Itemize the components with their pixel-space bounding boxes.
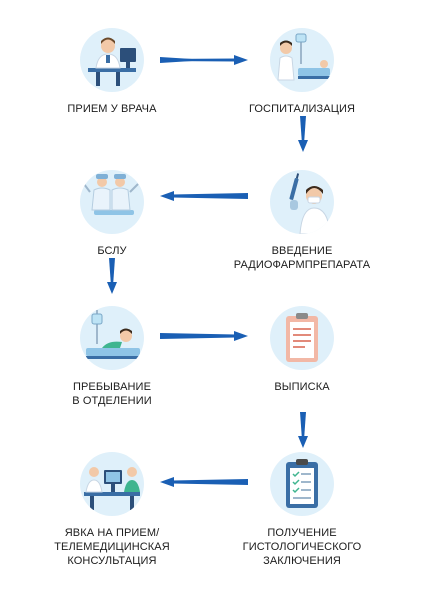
arrow-left-icon xyxy=(160,477,248,487)
arrow-down-icon xyxy=(298,412,308,448)
patient-in-ward-icon xyxy=(80,306,144,370)
arrow-right-icon xyxy=(160,55,248,65)
histology-report-icon xyxy=(270,452,334,516)
doctor-at-desk-icon xyxy=(80,28,144,92)
hospital-bed-nurse-icon xyxy=(270,28,334,92)
step-label: ВЫПИСКА xyxy=(274,381,330,393)
syringe-doctor-icon xyxy=(270,170,334,234)
step-discharge: ВЫПИСКА xyxy=(227,306,377,394)
step-label: ПРИЕМ У ВРАЧА xyxy=(67,103,157,115)
step-label: ВВЕДЕНИЕ РАДИОФАРМПРЕПАРАТА xyxy=(233,245,371,271)
arrow-down-icon xyxy=(107,258,117,294)
step-bslu: БСЛУ xyxy=(37,170,187,258)
surgery-team-icon xyxy=(80,170,144,234)
step-label: ЯВКА НА ПРИЕМ/ ТЕЛЕМЕДИЦИНСКАЯ КОНСУЛЬТА… xyxy=(54,527,170,567)
arrow-down-icon xyxy=(298,116,308,152)
step-ward-stay: ПРЕБЫВАНИЕ В ОТДЕЛЕНИИ xyxy=(37,306,187,408)
step-label: БСЛУ xyxy=(97,245,127,257)
discharge-document-icon xyxy=(270,306,334,370)
step-radiopharmaceutical: ВВЕДЕНИЕ РАДИОФАРМПРЕПАРАТА xyxy=(227,170,377,272)
step-label: ПОЛУЧЕНИЕ ГИСТОЛОГИЧЕСКОГО ЗАКЛЮЧЕНИЯ xyxy=(242,527,362,567)
step-hospitalization: ГОСПИТАЛИЗАЦИЯ xyxy=(227,28,377,116)
step-follow-up: ЯВКА НА ПРИЕМ/ ТЕЛЕМЕДИЦИНСКАЯ КОНСУЛЬТА… xyxy=(37,452,187,568)
arrow-right-icon xyxy=(160,331,248,341)
telemedicine-consultation-icon xyxy=(80,452,144,516)
arrow-left-icon xyxy=(160,191,248,201)
step-label: ПРЕБЫВАНИЕ В ОТДЕЛЕНИИ xyxy=(72,381,152,407)
step-histology-report: ПОЛУЧЕНИЕ ГИСТОЛОГИЧЕСКОГО ЗАКЛЮЧЕНИЯ xyxy=(227,452,377,568)
step-label: ГОСПИТАЛИЗАЦИЯ xyxy=(248,103,356,115)
step-doctor-visit: ПРИЕМ У ВРАЧА xyxy=(37,28,187,116)
